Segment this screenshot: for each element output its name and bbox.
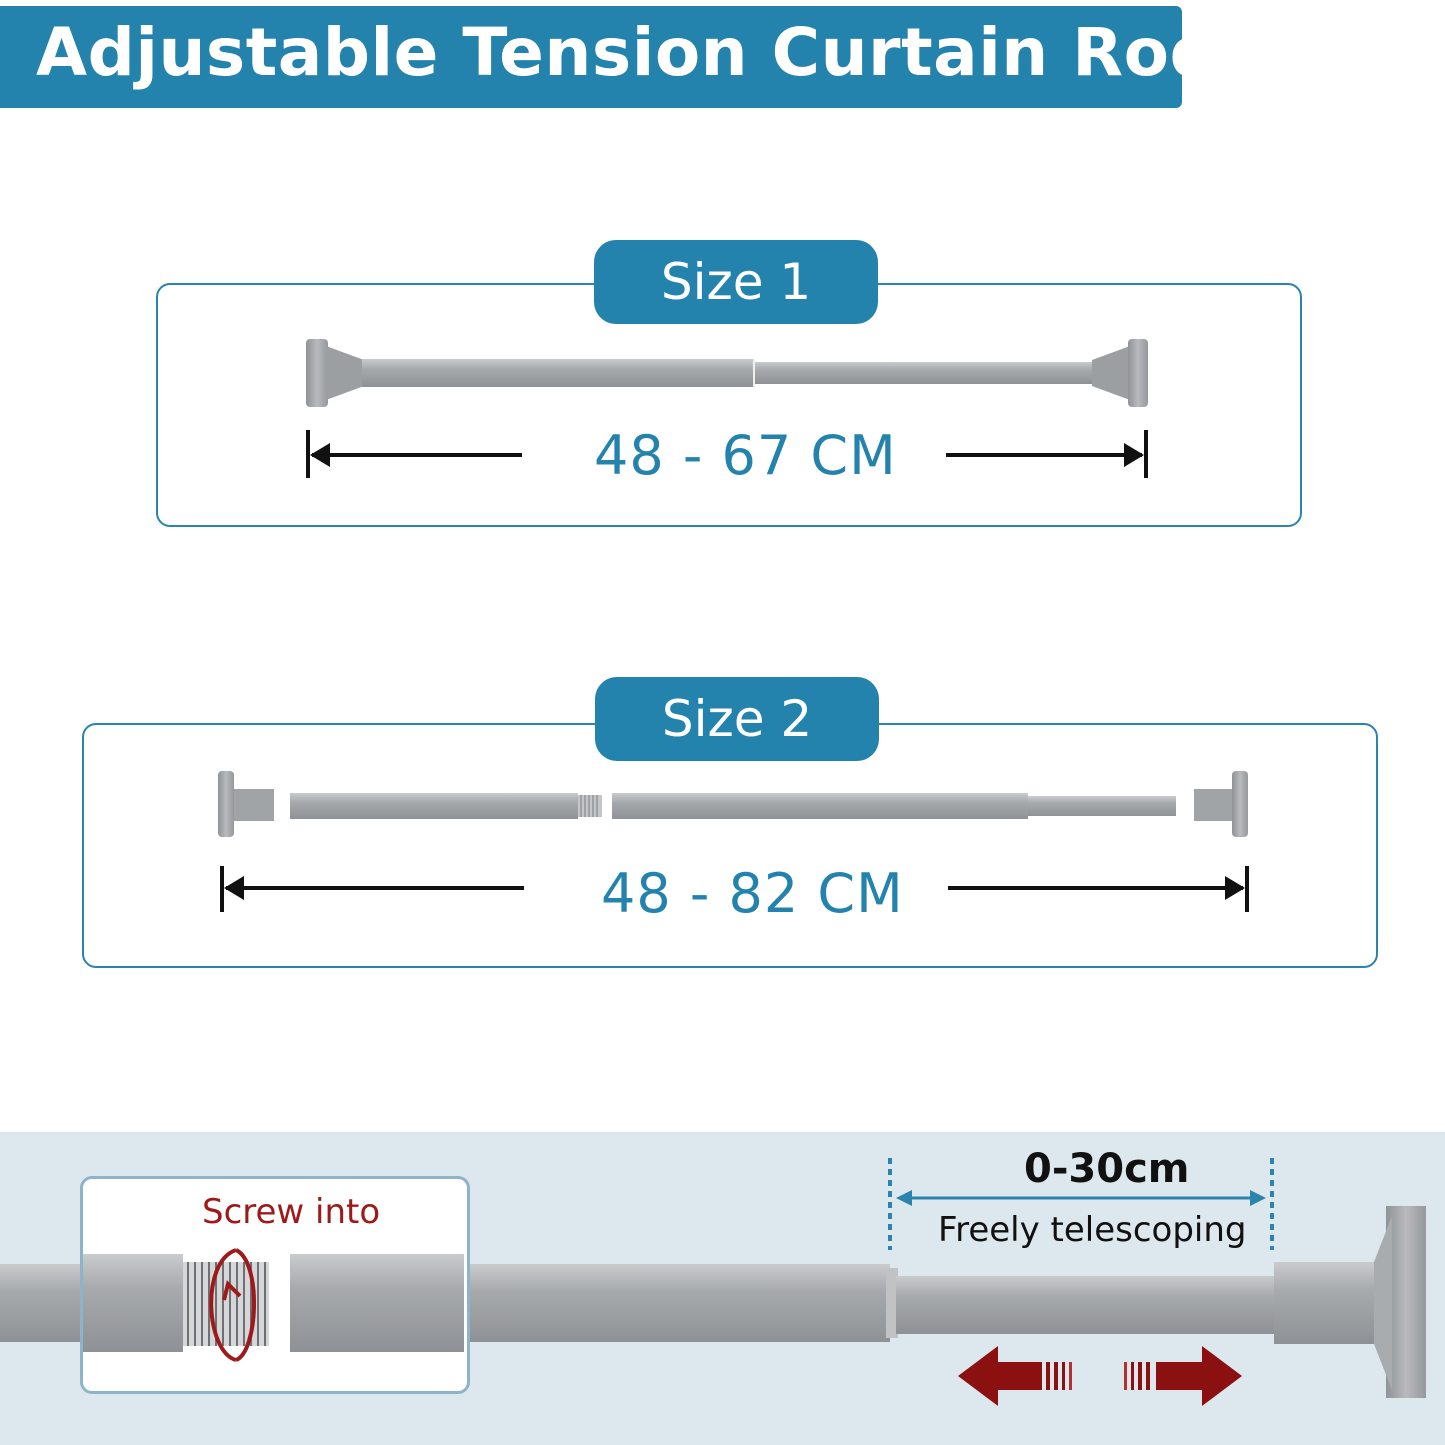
rotate-arrow-icon bbox=[209, 1248, 256, 1362]
screw-left-tube bbox=[83, 1254, 183, 1352]
size2-rod-section-a bbox=[290, 793, 578, 819]
size2-dimension-arrows bbox=[220, 866, 1249, 912]
size2-right-cap bbox=[1232, 771, 1248, 837]
size2-rod-illustration bbox=[218, 771, 1248, 837]
size1-range: 48 - 67 CM bbox=[594, 424, 897, 487]
size2-left-cap bbox=[218, 771, 234, 837]
size1-left-cap-cone bbox=[326, 346, 364, 400]
size2-left-cap-body bbox=[234, 789, 274, 821]
size1-right-cap bbox=[1128, 339, 1148, 407]
size2-right-cap-body bbox=[1194, 789, 1234, 821]
size1-left-cap bbox=[306, 339, 328, 407]
size2-rod-section-b bbox=[612, 793, 1028, 819]
left-direction-arrow-icon bbox=[958, 1346, 1072, 1406]
screw-into-label: Screw into bbox=[202, 1192, 381, 1232]
size2-thread-joint bbox=[578, 795, 602, 817]
detail-end-cap-body bbox=[1274, 1262, 1386, 1344]
size1-pill: Size 1 bbox=[594, 240, 878, 324]
telescope-range-label: 0-30cm bbox=[1024, 1146, 1190, 1192]
freely-telescoping-label: Freely telescoping bbox=[938, 1210, 1247, 1250]
size1-inner-tube bbox=[752, 362, 1094, 384]
page-title: Adjustable Tension Curtain Rod bbox=[36, 14, 1218, 91]
detail-inner-tube bbox=[896, 1276, 1276, 1334]
size1-outer-tube bbox=[362, 359, 754, 387]
telescope-range-marker bbox=[888, 1158, 1274, 1250]
detail-end-cap bbox=[1386, 1206, 1426, 1398]
size2-range: 48 - 82 CM bbox=[601, 862, 904, 925]
size1-rod-illustration bbox=[306, 339, 1148, 407]
screw-right-tube bbox=[290, 1254, 464, 1352]
right-direction-arrow-icon bbox=[1124, 1346, 1242, 1406]
screw-thread-icon bbox=[183, 1262, 269, 1346]
size1-dimension-arrows bbox=[306, 430, 1148, 478]
size2-box bbox=[82, 723, 1378, 968]
size1-right-cap-cone bbox=[1092, 346, 1130, 400]
size2-rod-section-c bbox=[1028, 796, 1176, 816]
size2-pill: Size 2 bbox=[595, 677, 879, 761]
title-banner bbox=[0, 6, 1182, 108]
